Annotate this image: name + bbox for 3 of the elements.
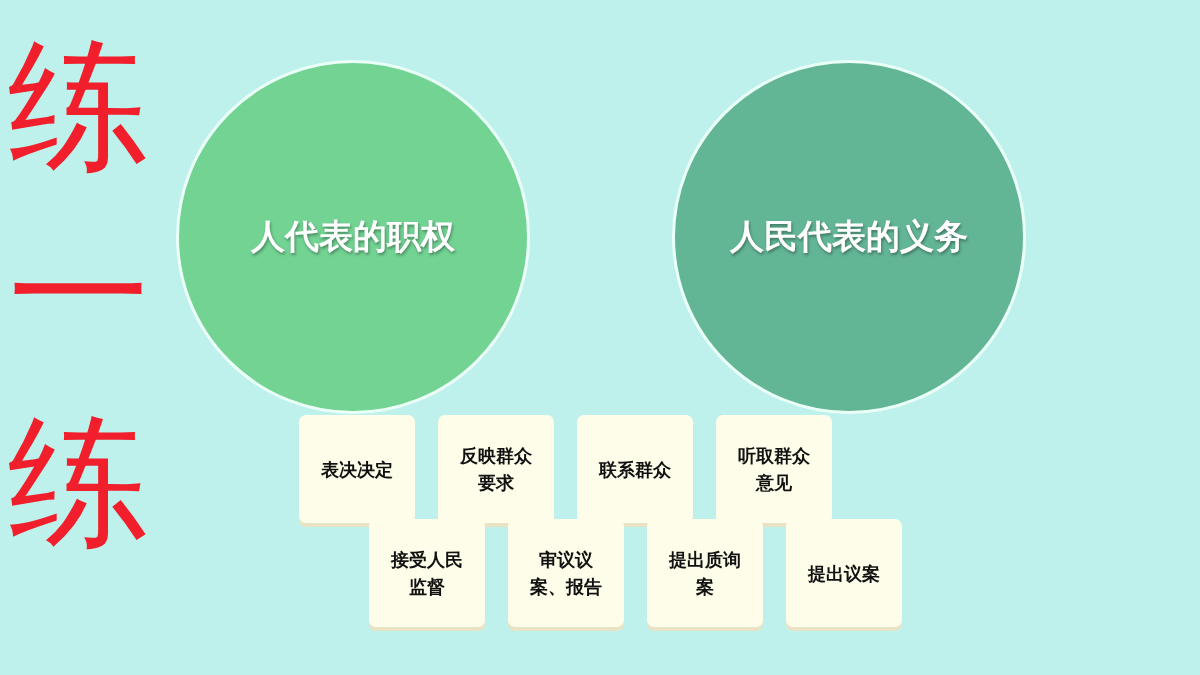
topic-circle: 人民代表的义务 [672,60,1026,414]
topic-circle: 人代表的职权 [176,60,530,414]
title: 练一练 [8,22,151,566]
